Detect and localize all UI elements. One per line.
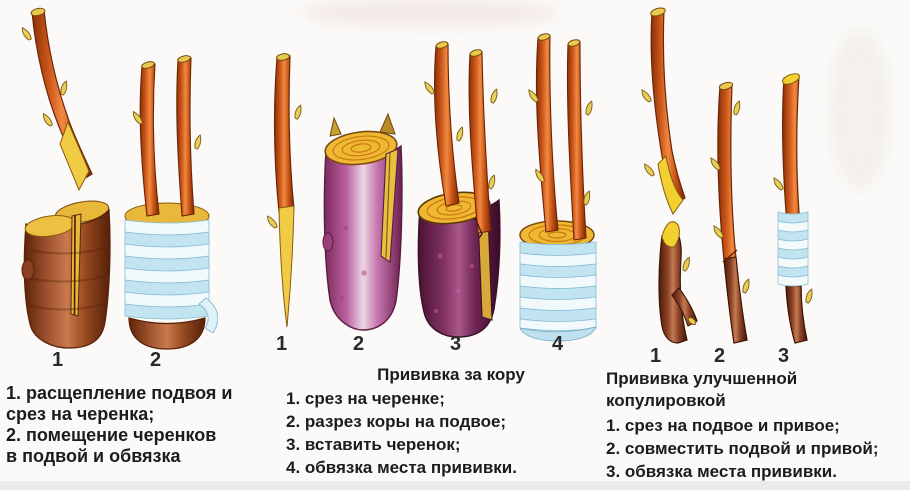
- figure-number: 2: [150, 349, 162, 371]
- cleft-assembled-illustration: [124, 55, 218, 350]
- figure-number: 3: [450, 333, 462, 355]
- cleft-split-stock-illustration: [21, 200, 111, 349]
- joined-twig: [772, 73, 816, 344]
- bark-caption: Прививка за кору 1. срез на черенке; 2. …: [286, 364, 616, 479]
- binding-wrap: [124, 219, 218, 334]
- scion-twigs: [423, 41, 501, 239]
- caption-line: 1. срез на черенке;: [286, 389, 445, 408]
- figure-number: 3: [778, 345, 790, 367]
- scion-twig: [20, 7, 93, 192]
- bark-inserted-illustration: [417, 41, 501, 338]
- scion-twigs: [527, 33, 596, 241]
- copulation-caption: Прививка улучшенной копулировкой 1. срез…: [606, 368, 908, 483]
- bark-flaps: [329, 112, 396, 137]
- scion-twigs: [131, 55, 205, 217]
- bark-cut-stock-illustration: [322, 112, 403, 331]
- bark-wrapped-illustration: [519, 33, 597, 342]
- caption-line: 1. срез на подвое и привое;: [606, 416, 840, 435]
- background-artifact: [300, 0, 560, 26]
- binding-wrap: [777, 211, 809, 287]
- figure-number: 1: [276, 333, 288, 355]
- cleft-caption: 1. расщепление подвоя и срез на черенка;…: [6, 383, 284, 467]
- figure-number: 2: [714, 345, 726, 367]
- stump-top-cut: [324, 130, 398, 166]
- caption-line: 2. совместить подвой и привой;: [606, 439, 879, 458]
- binding-wrap: [519, 241, 597, 342]
- scion-twig: [640, 7, 686, 215]
- bark-title: Прививка за кору: [377, 365, 525, 384]
- caption-line: 3. обвязка места прививки.: [606, 462, 837, 481]
- background-artifact: [830, 30, 890, 190]
- whip-joined-illustration: [709, 81, 753, 344]
- stump-body: [322, 144, 403, 331]
- split-stump: [21, 200, 111, 349]
- copulation-title: Прививка улучшенной копулировкой: [606, 369, 798, 410]
- figure-number: 1: [650, 345, 662, 367]
- rootstock-twig: [658, 221, 698, 344]
- whip-cut-pieces-illustration: [640, 7, 698, 344]
- bark-scion-cut-illustration: [265, 53, 305, 328]
- caption-line: 4. обвязка места прививки.: [286, 458, 517, 477]
- scion-twig: [265, 53, 305, 328]
- caption-line: срез на черенка;: [6, 404, 155, 424]
- caption-line: в подвой и обвязка: [6, 446, 181, 466]
- caption-line: 2. помещение черенков: [6, 425, 217, 445]
- whip-bound-illustration: [772, 73, 816, 344]
- bark-incision: [380, 148, 399, 263]
- joined-twig: [709, 81, 753, 344]
- figure-number: 2: [353, 333, 365, 355]
- caption-line: 1. расщепление подвоя и: [6, 383, 233, 403]
- stump-bark-base: [128, 317, 206, 350]
- cleft-scion-illustration: [20, 7, 93, 192]
- caption-line: 3. вставить черенок;: [286, 435, 461, 454]
- figure-number: 4: [552, 333, 564, 355]
- caption-line: 2. разрез коры на подвое;: [286, 412, 507, 431]
- figure-number: 1: [52, 349, 64, 371]
